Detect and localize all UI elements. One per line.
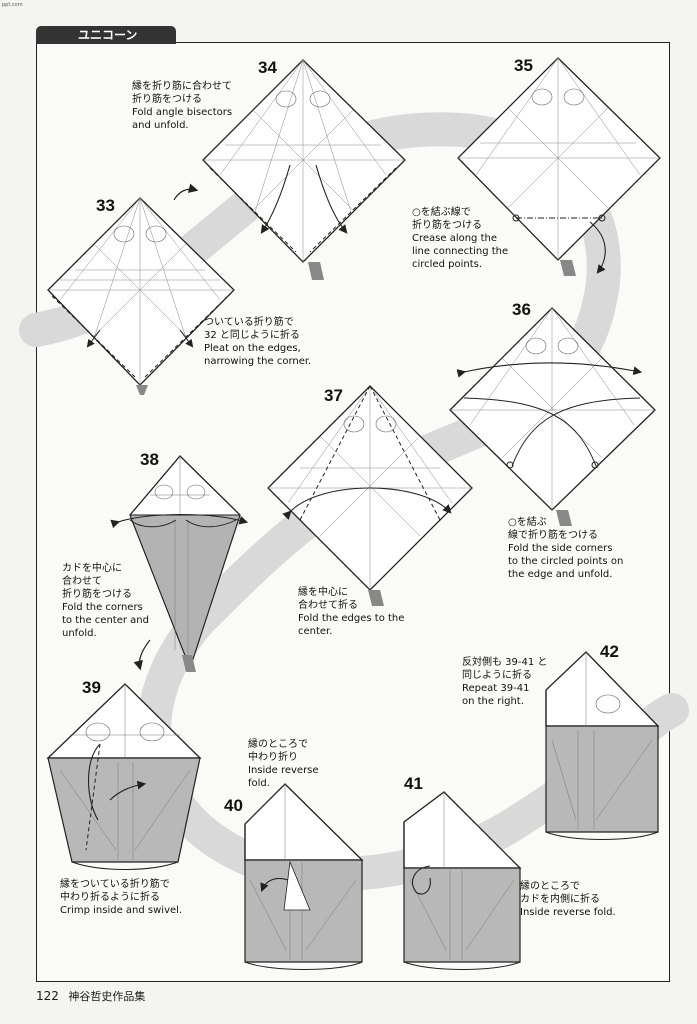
caption-step-42: 反対側も 39-41 と 同じように折る Repeat 39-41 on the… [462,657,548,707]
diagram-step-33 [47,197,235,395]
transition-arrow [173,183,199,201]
corner-watermark: ppt.com [2,2,23,8]
step-number-36: 36 [512,300,531,319]
diagram-step-42 [545,651,660,840]
step-number-38: 38 [140,450,159,469]
diagram-step-35 [457,57,661,276]
step-number-39: 39 [82,678,101,697]
step-number-41: 41 [404,774,423,793]
diagram-step-38 [110,455,249,672]
step-number-34: 34 [258,58,277,77]
caption-step-40: 縁のところで 中わり折り Inside reverse fold. [248,739,319,789]
chapter-tab: ユニコーン [36,26,176,44]
caption-step-38: カドを中心に 合わせて 折り筋をつける Fold the corners to … [62,563,149,639]
caption-step-37: 縁を中心に 合わせて折る Fold the edges to the cente… [298,587,405,637]
step-number-35: 35 [514,56,533,75]
caption-step-34: 縁を折り筋に合わせて 折り筋をつける Fold angle bisectors … [132,81,233,131]
caption-step-36: ○を結ぶ 線で折り筋をつける Fold the side corners to … [508,517,624,580]
diagram-step-36 [449,307,656,526]
transition-arrow [133,639,151,671]
caption-step-33: ついている折り筋で 32 と同じように折る Pleat on the edges… [204,317,312,367]
diagram-step-34 [202,59,406,280]
diagram-step-40 [244,783,364,970]
diagram-step-39 [46,683,202,870]
caption-step-41: 縁のところで カドを内側に折る Inside reverse fold. [520,881,616,918]
step-number-37: 37 [324,386,343,405]
step-number-33: 33 [96,196,115,215]
caption-step-39: 縁をついている折り筋で 中わり折るように折る Crimp inside and … [60,879,183,916]
step-number-40: 40 [224,796,243,815]
diagram-step-41 [403,791,522,970]
book-title: 神谷哲史作品集 [68,990,146,1003]
caption-step-35: ○を結ぶ線で 折り筋をつける Crease along the line con… [412,207,509,270]
page-number: 122 [36,989,59,1003]
diagram-step-37 [267,385,473,606]
page-footer: 122 神谷哲史作品集 [36,988,145,1004]
step-number-42: 42 [600,642,619,661]
